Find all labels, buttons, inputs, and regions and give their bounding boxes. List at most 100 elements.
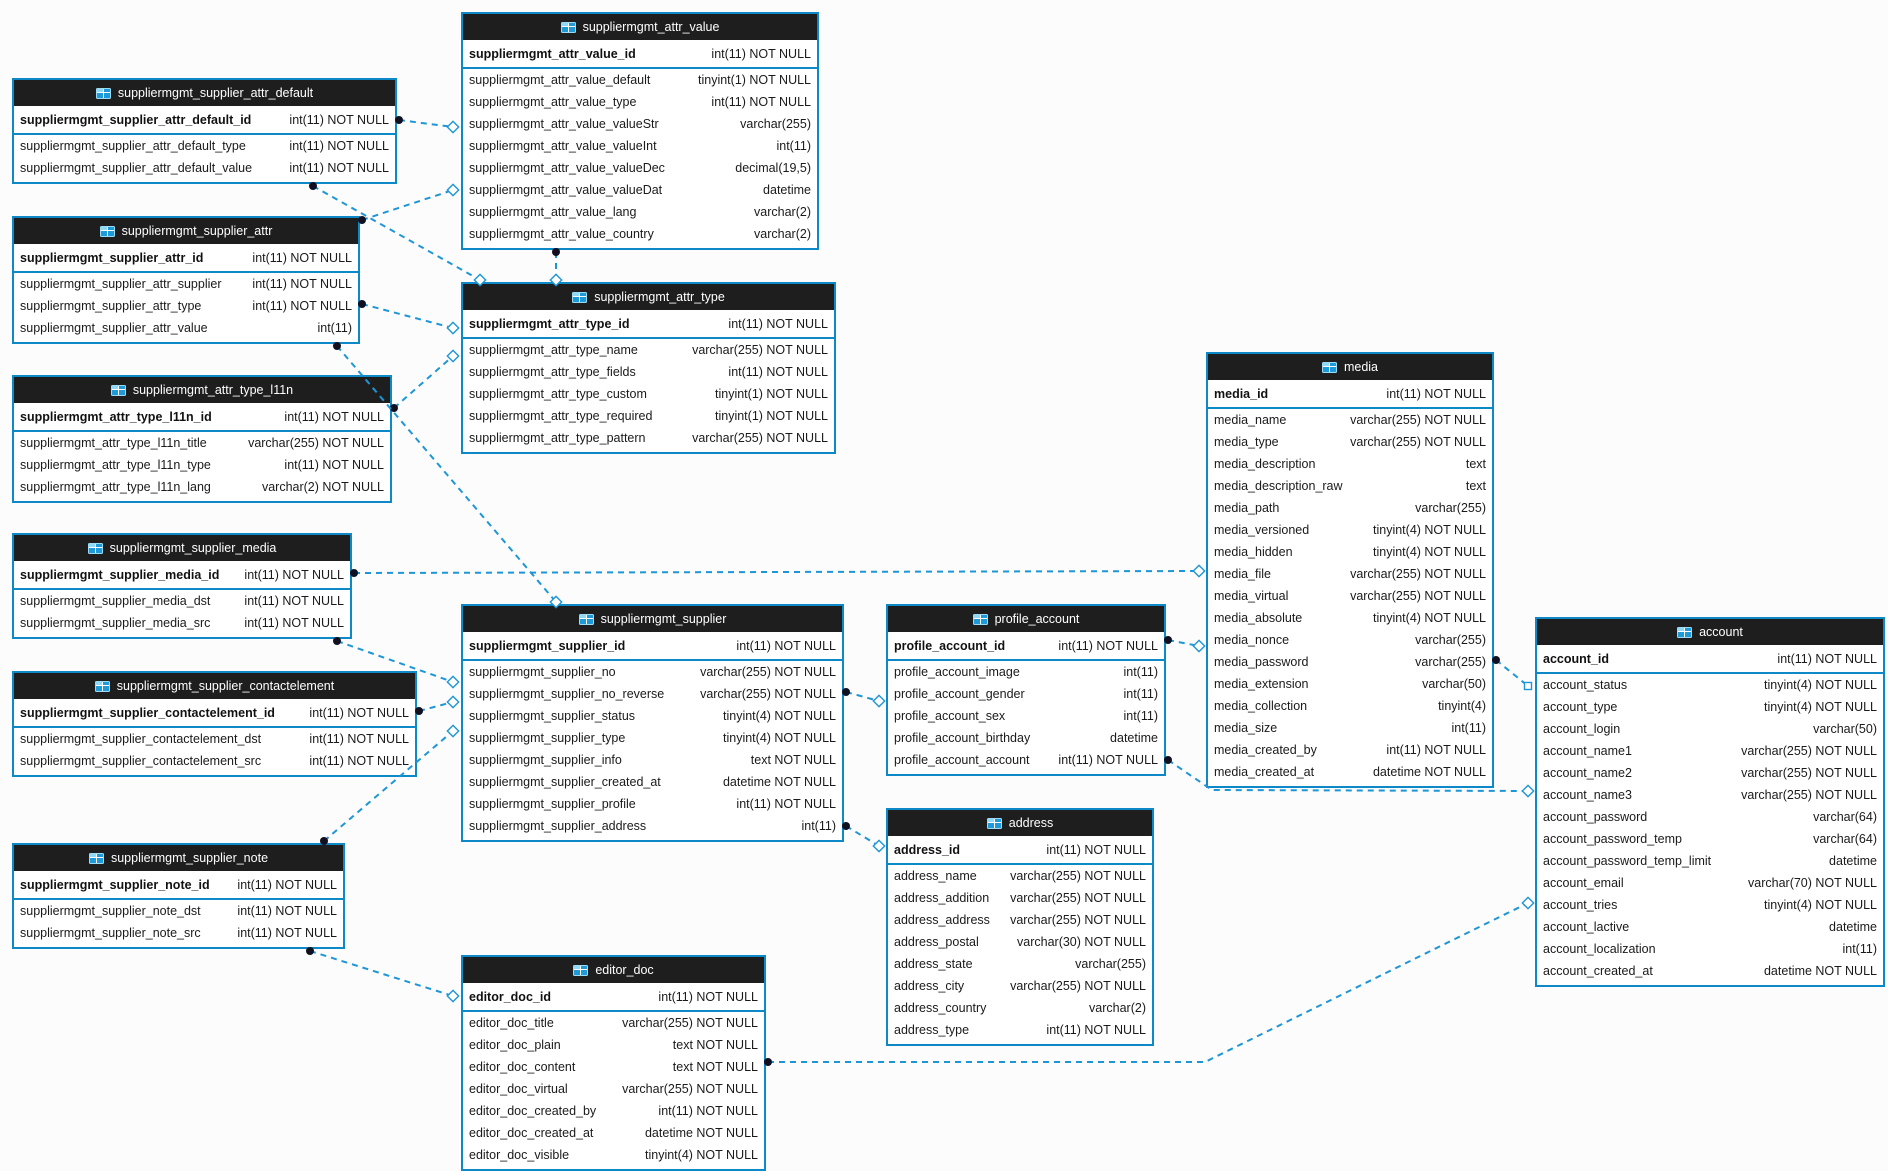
table-header[interactable]: profile_account <box>888 606 1164 632</box>
column-row[interactable]: suppliermgmt_supplier_attr_default_value… <box>14 157 395 179</box>
table-header[interactable]: suppliermgmt_supplier_note <box>14 845 343 871</box>
column-row[interactable]: suppliermgmt_supplier_contactelement_dst… <box>14 728 415 750</box>
column-row[interactable]: suppliermgmt_supplier_contactelement_src… <box>14 750 415 772</box>
table-header[interactable]: suppliermgmt_supplier_media <box>14 535 350 561</box>
table-header[interactable]: suppliermgmt_supplier_attr_default <box>14 80 395 106</box>
table-header[interactable]: suppliermgmt_supplier_attr <box>14 218 358 244</box>
table-header[interactable]: suppliermgmt_attr_type <box>463 284 834 310</box>
table-header[interactable]: editor_doc <box>463 957 764 983</box>
table-header[interactable]: suppliermgmt_attr_type_l11n <box>14 377 390 403</box>
table-header[interactable]: suppliermgmt_supplier <box>463 606 842 632</box>
table-header[interactable]: suppliermgmt_supplier_contactelement <box>14 673 415 699</box>
